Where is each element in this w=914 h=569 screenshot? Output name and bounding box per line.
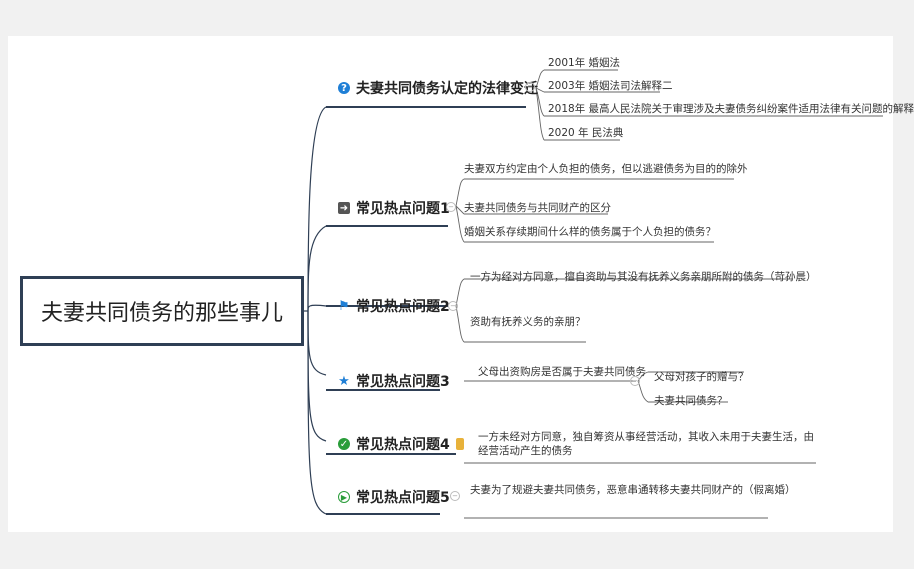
topic-hot-issue-5[interactable]: ▶ 常见热点问题5 <box>338 487 450 507</box>
leaf-item: 资助有抚养义务的亲朋？ <box>470 316 586 328</box>
collapse-toggle[interactable]: − <box>630 376 640 386</box>
collapse-toggle[interactable]: − <box>450 491 460 501</box>
question-icon: ? <box>338 82 350 94</box>
leaf-item: 2001年 婚姻法 <box>548 57 621 69</box>
topic-hot-issue-2[interactable]: ⚑ 常见热点问题2 <box>338 296 450 316</box>
root-topic[interactable]: 夫妻共同债务的那些事儿 <box>20 276 304 346</box>
collapse-toggle[interactable]: − <box>525 82 535 92</box>
leaf-item: 父母出资购房是否属于夫妻共同债务 <box>478 366 646 378</box>
topic-hot-issue-3[interactable]: ★ 常见热点问题3 <box>338 371 450 391</box>
check-icon: ✓ <box>338 438 350 450</box>
leaf-item: 2020 年 民法典 <box>548 127 624 139</box>
note-icon <box>455 438 464 450</box>
root-title: 夫妻共同债务的那些事儿 <box>40 301 283 326</box>
topic-label: 常见热点问题1 <box>356 201 450 217</box>
leaf-item: 2003年 婚姻法司法解释二 <box>548 80 673 92</box>
collapse-toggle[interactable]: − <box>446 202 456 212</box>
topic-label: 夫妻共同债务认定的法律变迁 <box>356 81 538 97</box>
leaf-item: 一方为经对方同意，擅自资助与其没有抚养义务亲朋所附的债务（苛孙晨） <box>470 271 817 283</box>
arrow-box-icon: ➜ <box>338 202 350 214</box>
topic-label: 常见热点问题3 <box>356 374 450 390</box>
leaf-item: 一方未经对方同意，独自筹资从事经营活动，其收入未用于夫妻生活，由经营活动产生的债… <box>478 431 814 457</box>
topic-hot-issue-4[interactable]: ✓ 常见热点问题4 <box>338 434 464 454</box>
leaf-item: 夫妻为了规避夫妻共同债务，恶意串通转移夫妻共同财产的（假离婚） <box>470 484 796 496</box>
play-icon: ▶ <box>338 491 350 503</box>
topic-hot-issue-1[interactable]: ➜ 常见热点问题1 <box>338 198 450 218</box>
sub-leaf-item: 夫妻共同债务？ <box>654 395 728 407</box>
topic-label: 常见热点问题2 <box>356 299 450 315</box>
topic-legal-changes[interactable]: ? 夫妻共同债务认定的法律变迁 <box>338 78 538 98</box>
sub-leaf-item: 父母对孩子的赠与？ <box>654 371 749 383</box>
mindmap-canvas: 夫妻共同债务的那些事儿 ? 夫妻共同债务认定的法律变迁 − 2001年 婚姻法 … <box>8 36 914 532</box>
topic-label: 常见热点问题5 <box>356 490 450 506</box>
leaf-item: 2018年 最高人民法院关于审理涉及夫妻债务纠纷案件适用法律有关问题的解释 <box>548 103 914 115</box>
leaf-item: 夫妻双方约定由个人负担的债务，但以逃避债务为目的的除外 <box>464 163 748 175</box>
leaf-item: 夫妻共同债务与共同财产的区分 <box>464 202 611 214</box>
connector-lines <box>304 69 883 519</box>
star-icon: ★ <box>338 373 350 389</box>
collapse-toggle[interactable]: − <box>448 301 458 311</box>
leaf-item: 婚姻关系存续期间什么样的债务属于个人负担的债务？ <box>464 226 716 238</box>
flag-icon: ⚑ <box>338 298 350 314</box>
topic-label: 常见热点问题4 <box>356 437 450 453</box>
